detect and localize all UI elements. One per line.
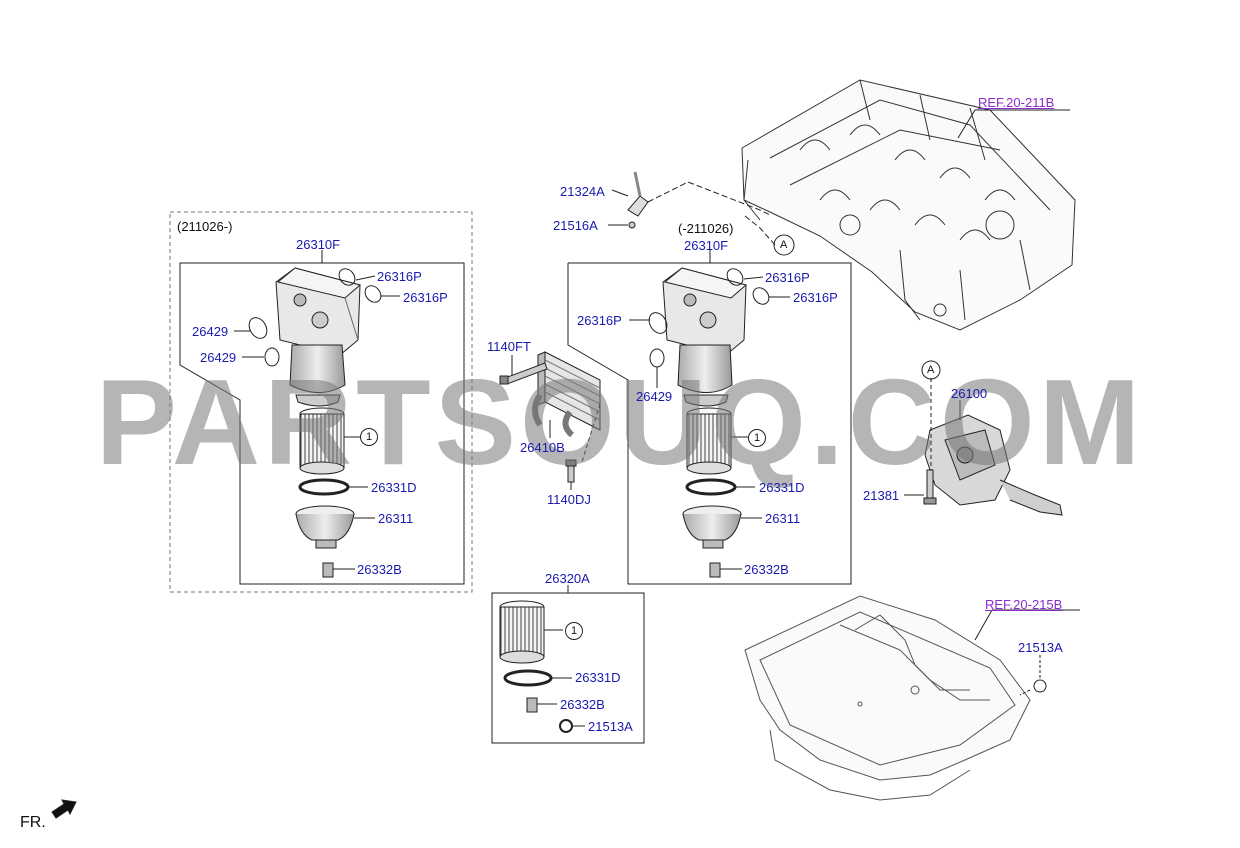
part-26429-right[interactable]: 26429: [636, 389, 673, 404]
part-1140DJ[interactable]: 1140DJ: [547, 492, 591, 507]
filter-element-left: [299, 407, 345, 475]
point-a-top: A: [780, 239, 788, 251]
front-direction-label: FR.: [20, 814, 46, 831]
part-26316P-right-1[interactable]: 26316P: [765, 270, 810, 285]
part-26429-left-1[interactable]: 26429: [192, 324, 229, 339]
bolt-1140DJ: [565, 459, 577, 483]
pan-drain-gasket: [1033, 679, 1047, 693]
ref-link-pan[interactable]: REF.20-215B: [985, 597, 1063, 612]
filter-element-kit: [499, 600, 545, 664]
part-26100[interactable]: 26100: [951, 386, 988, 401]
part-21516A[interactable]: 21516A: [553, 218, 598, 233]
oil-sensor-drawing: [627, 171, 649, 229]
part-26331D-left[interactable]: 26331D: [371, 480, 417, 495]
part-26310F-left[interactable]: 26310F: [296, 237, 341, 252]
part-21324A[interactable]: 21324A: [560, 184, 605, 199]
part-21513A-pan[interactable]: 21513A: [1018, 640, 1063, 655]
part-26311-left[interactable]: 26311: [378, 511, 414, 526]
filter-element-right: [686, 407, 732, 475]
ref-link-block[interactable]: REF.20-211B: [978, 95, 1055, 110]
oil-pan-drawing: [744, 595, 1031, 801]
part-21381[interactable]: 21381: [863, 488, 900, 503]
filter-housing-left: [275, 267, 362, 407]
callout-1-left[interactable]: 1: [360, 428, 378, 446]
drain-plug-right: [709, 562, 721, 578]
drain-plug-left: [322, 562, 334, 578]
part-26332B-right[interactable]: 26332B: [744, 562, 789, 577]
date-range-right: (-211026): [678, 221, 734, 236]
point-a-top-circle: [773, 234, 795, 256]
part-26332B-left[interactable]: 26332B: [357, 562, 402, 577]
bolt-21381: [923, 469, 937, 505]
filter-cap-right: [682, 505, 742, 549]
part-26316P-left-1[interactable]: 26316P: [377, 269, 422, 284]
part-26311-right[interactable]: 26311: [765, 511, 801, 526]
callout-1-kit[interactable]: 1: [565, 622, 583, 640]
part-26410B[interactable]: 26410B: [520, 440, 565, 455]
ref-block-leader: [957, 109, 976, 139]
left-variant-dashed-frame: [169, 211, 473, 593]
part-26320A[interactable]: 26320A: [545, 571, 590, 586]
right-assembly-frame: [567, 262, 852, 585]
point-a-pump-circle: [921, 360, 941, 380]
part-26316P-right-3[interactable]: 26316P: [577, 313, 622, 328]
left-assembly-frame: [179, 262, 465, 585]
engine-block-drawing: [741, 79, 1076, 331]
date-range-left: (211026-): [177, 219, 233, 234]
part-1140FT[interactable]: 1140FT: [487, 339, 531, 354]
bolt-1140FT: [499, 362, 548, 385]
part-26316P-left-2[interactable]: 26316P: [403, 290, 448, 305]
callout-1-right[interactable]: 1: [748, 429, 766, 447]
part-26316P-right-2[interactable]: 26316P: [793, 290, 838, 305]
part-26331D-kit[interactable]: 26331D: [575, 670, 621, 685]
part-26429-left-2[interactable]: 26429: [200, 350, 237, 365]
drain-plug-kit: [526, 697, 538, 713]
part-26332B-kit[interactable]: 26332B: [560, 697, 605, 712]
part-26310F-right[interactable]: 26310F: [684, 238, 729, 253]
point-a-pump: A: [927, 364, 935, 376]
oil-pump-drawing: [924, 414, 1063, 516]
part-26331D-right[interactable]: 26331D: [759, 480, 805, 495]
part-21513A-kit[interactable]: 21513A: [588, 719, 633, 734]
filter-cap-left: [295, 505, 355, 549]
front-direction-arrow: [51, 799, 77, 819]
filter-housing-right: [662, 267, 748, 407]
